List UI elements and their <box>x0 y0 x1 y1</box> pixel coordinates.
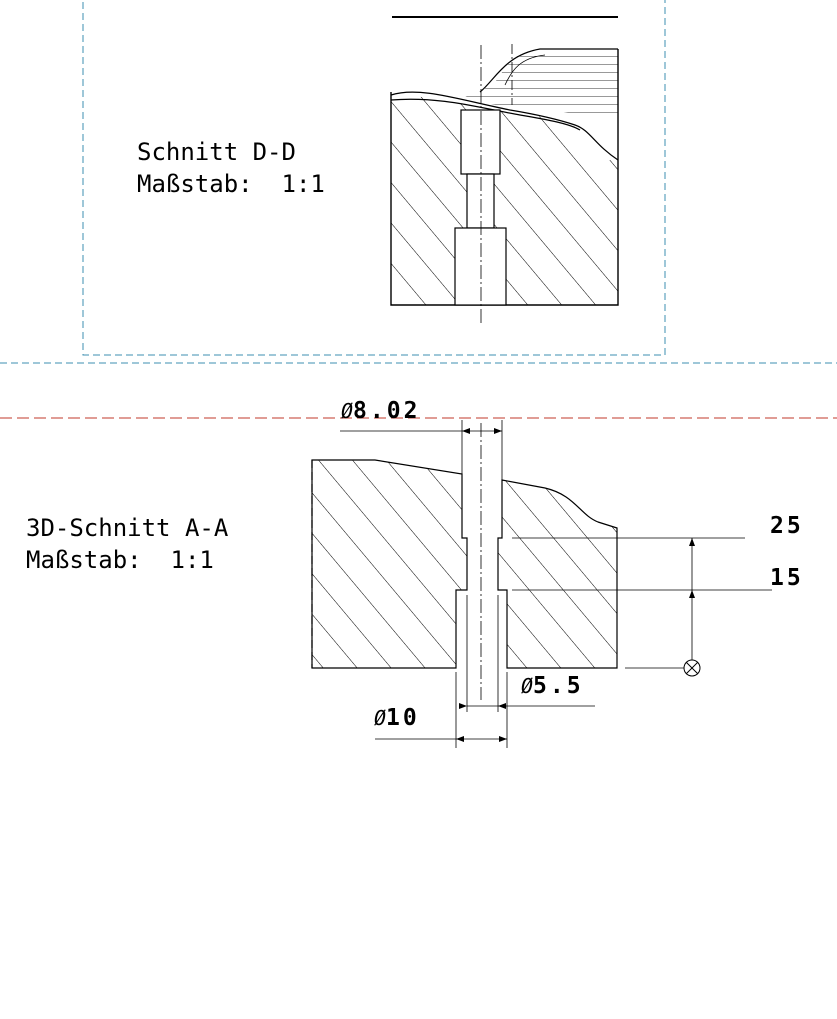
dimension-dia-top-value: 8.02 <box>353 398 421 424</box>
dimension-dia-middle-value: 5.5 <box>533 673 584 699</box>
diameter-symbol-icon: Ø <box>521 674 534 698</box>
diameter-symbol-icon: Ø <box>374 706 387 730</box>
section-aa-scale-label: Maßstab: <box>26 546 142 574</box>
section-dd-scale-value: 1:1 <box>281 170 325 198</box>
dimension-dia-middle: Ø5.5 <box>521 673 584 699</box>
dimension-len-lower: 15 <box>770 565 804 591</box>
dimension-len-upper: 25 <box>770 513 804 539</box>
section-aa-drawing <box>311 420 772 748</box>
section-dd-scale-label: Maßstab: <box>137 170 253 198</box>
section-aa-title: 3D-Schnitt A-A <box>26 514 229 542</box>
section-dd-scale: Maßstab: 1:1 <box>137 168 325 200</box>
section-dd-drawing <box>390 16 619 325</box>
dimension-dia-top: Ø8.02 <box>341 398 420 424</box>
section-aa-scale-value: 1:1 <box>170 546 214 574</box>
diameter-symbol-icon: Ø <box>341 399 354 423</box>
dimension-dia-bottom: Ø10 <box>374 705 420 731</box>
view-frame-dd <box>82 0 666 356</box>
section-dd-title: Schnitt D-D <box>137 138 296 166</box>
dimension-dia-bottom-value: 10 <box>386 705 420 731</box>
section-aa-scale: Maßstab: 1:1 <box>26 544 214 576</box>
